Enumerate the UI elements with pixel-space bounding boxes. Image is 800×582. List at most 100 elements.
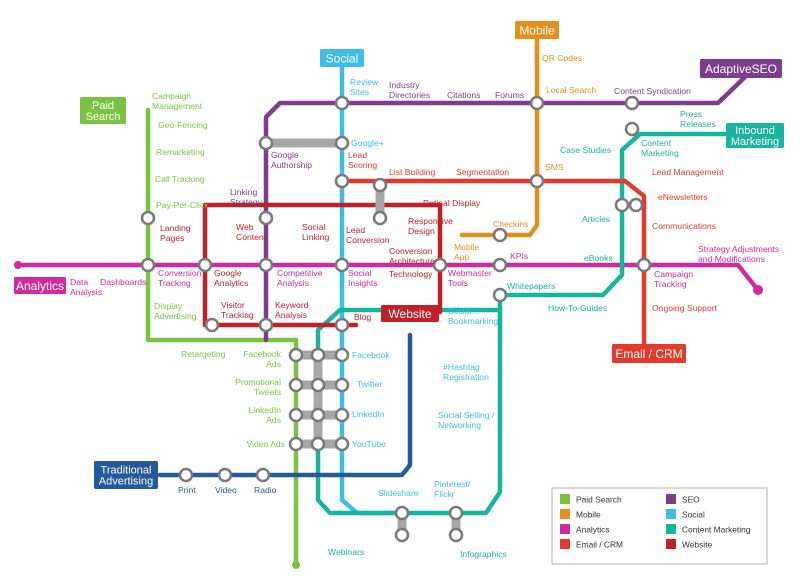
station-marker — [334, 347, 350, 363]
station-label-ebooks: eBooks — [584, 253, 613, 263]
station-marker — [529, 95, 545, 111]
station-label-webinars: Webinars — [328, 547, 364, 557]
station-label-blog: Blog — [354, 312, 371, 322]
legend-entry: Paid Search — [560, 494, 622, 505]
station-marker — [334, 407, 350, 423]
svg-text:Email / CRM: Email / CRM — [615, 347, 682, 361]
station-marker — [448, 527, 464, 543]
station-marker — [628, 197, 644, 213]
seo-line — [263, 74, 748, 343]
legend-entry: Email / CRM — [560, 539, 623, 550]
station-label-remarketing: Remarketing — [156, 147, 205, 157]
station-marker — [310, 407, 326, 423]
station-label-whitepapers: Whitepapers — [507, 281, 555, 291]
svg-text:Content Marketing: Content Marketing — [682, 525, 751, 535]
station-label-local-search: Local Search — [546, 85, 596, 95]
paid-search-end-dot — [292, 561, 300, 569]
station-label-enewsletters: eNewsletters — [658, 192, 708, 202]
station-marker — [448, 505, 464, 521]
svg-text:AdaptiveSEO: AdaptiveSEO — [705, 62, 777, 76]
station-marker — [310, 377, 326, 393]
station-label-google-plus: Google+ — [351, 138, 384, 148]
line-title-email: Email / CRM — [612, 344, 686, 363]
legend-entry: Mobile — [560, 509, 601, 520]
station-label-list-building: List Building — [389, 167, 436, 177]
station-label-geo-fencing: Geo-Fencing — [158, 120, 208, 130]
station-marker — [258, 135, 274, 151]
station-marker — [178, 467, 194, 483]
station-label-video: Video — [215, 485, 237, 495]
station-markers — [140, 95, 652, 543]
station-label-forums: Forums — [495, 90, 524, 100]
line-title-social: Social — [320, 49, 364, 67]
station-marker — [492, 227, 508, 243]
station-marker — [310, 436, 326, 452]
svg-text:Website: Website — [388, 307, 431, 321]
station-marker — [372, 177, 388, 193]
legend-frame — [551, 487, 768, 565]
station-marker — [492, 287, 508, 303]
line-title-analytics: Analytics — [14, 277, 66, 294]
station-label-how-to-guides: How-To-Guides — [548, 303, 607, 313]
station-label-citations: Citations — [447, 90, 480, 100]
station-marker — [258, 257, 274, 273]
svg-text:Social: Social — [682, 510, 705, 520]
station-marker — [624, 121, 640, 137]
traditional-line — [157, 332, 413, 478]
station-marker — [258, 210, 274, 226]
station-marker — [624, 95, 640, 111]
station-marker — [636, 257, 652, 273]
station-label-pinterest-flickr: Pinterest/Flickr — [434, 479, 471, 499]
station-label-kpis: KPIs — [510, 251, 528, 261]
station-marker — [394, 527, 410, 543]
station-marker — [372, 210, 388, 226]
legend-entry: Analytics — [560, 524, 610, 535]
station-label-retinal-display: Retinal Display — [423, 198, 481, 208]
station-marker — [334, 95, 350, 111]
station-marker — [288, 436, 304, 452]
station-label-sms: SMS — [545, 162, 564, 172]
station-marker — [394, 505, 410, 521]
station-marker — [204, 317, 220, 333]
analytics-terminal-dot — [753, 285, 763, 295]
svg-text:Email / CRM: Email / CRM — [576, 540, 623, 550]
station-label-twitter: Twitter — [357, 379, 382, 389]
station-label-linkedin: LinkedIn — [352, 409, 385, 419]
station-marker — [432, 257, 448, 273]
station-label-content-syndication: Content Syndication — [614, 86, 691, 96]
station-marker — [310, 347, 326, 363]
station-marker — [140, 210, 156, 226]
station-label-technology: Technology — [389, 269, 433, 279]
svg-text:Mobile: Mobile — [519, 23, 555, 37]
svg-text:Website: Website — [682, 540, 712, 550]
station-label-segmentation: Segmentation — [456, 167, 509, 177]
station-label-video-ads: Video Ads — [246, 439, 285, 449]
station-label-pay-per-click: Pay-Per-Click — [156, 200, 209, 210]
station-marker — [334, 173, 350, 189]
